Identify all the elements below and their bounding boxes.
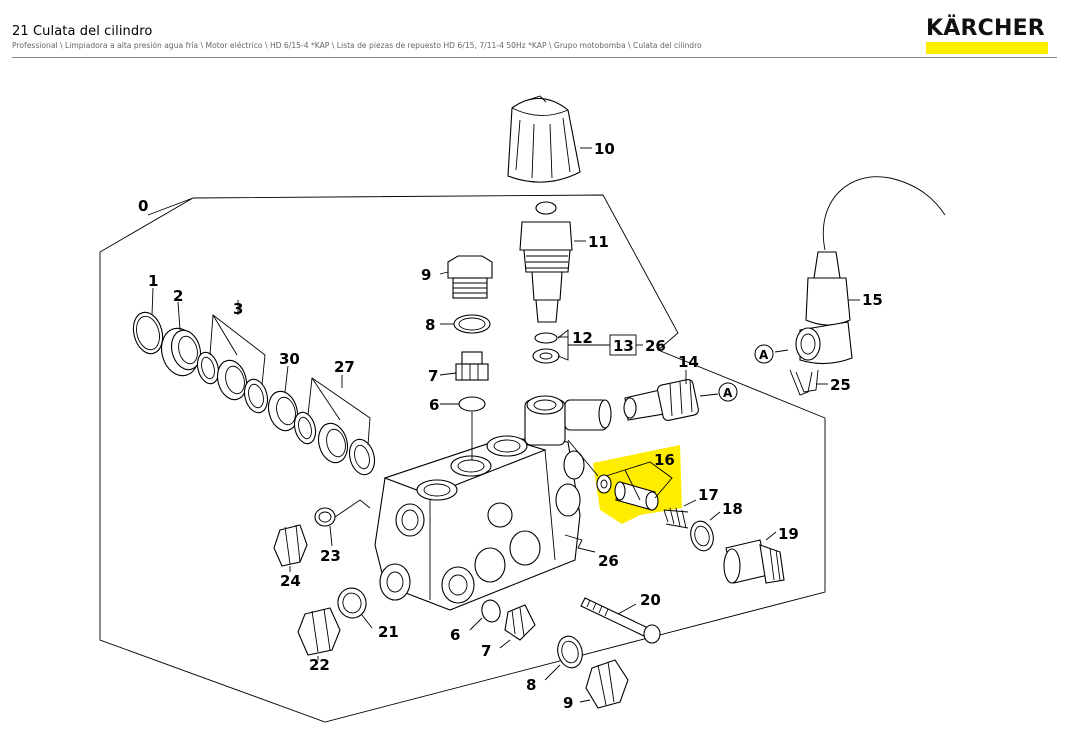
part-9-plug-top	[447, 255, 493, 299]
label-part-22: 22	[309, 656, 330, 674]
part-15-sensor	[774, 176, 946, 365]
label-part-18: 18	[722, 500, 743, 518]
label-part-13: 13	[613, 337, 634, 355]
highlight-part-16	[593, 445, 682, 524]
label-part-16: 16	[654, 451, 675, 469]
label-part-26-bottom: 26	[598, 552, 619, 570]
cylinder-head-body	[374, 395, 612, 611]
label-part-7-bottom: 7	[481, 642, 491, 660]
top-valve-column	[439, 255, 493, 460]
part-23-oring	[314, 507, 336, 527]
part-13-box	[609, 334, 637, 356]
label-part-19: 19	[778, 525, 799, 543]
part-14-connector	[623, 370, 719, 421]
label-part-3: 3	[233, 300, 243, 318]
part-17-spring	[663, 499, 697, 529]
label-part-24: 24	[280, 572, 301, 590]
part-6-oring-top	[458, 396, 486, 412]
part-21-oring	[337, 587, 367, 619]
part-8-oring-bottom	[557, 635, 583, 669]
label-part-26-top: 26	[645, 337, 666, 355]
label-part-9-top: 9	[421, 266, 431, 284]
part-10-knob	[507, 95, 581, 183]
label-part-20: 20	[640, 591, 661, 609]
part-20-bolt	[580, 597, 661, 644]
label-part-11: 11	[588, 233, 609, 251]
part-7-valve-bottom	[499, 604, 536, 649]
label-part-8-top: 8	[425, 316, 435, 334]
left-seal-stack	[132, 287, 376, 476]
breadcrumb: Professional \ Limpiadora a alta presión…	[12, 41, 702, 50]
label-part-21: 21	[378, 623, 399, 641]
part-25-clip	[789, 369, 828, 396]
label-part-2: 2	[173, 287, 183, 305]
part-24-plug	[273, 524, 308, 572]
header-divider	[12, 57, 1057, 58]
label-part-8-bottom: 8	[526, 676, 536, 694]
label-part-23: 23	[320, 547, 341, 565]
marker-a-label: A	[759, 348, 769, 362]
label-part-25: 25	[830, 376, 851, 394]
label-part-15: 15	[862, 291, 883, 309]
part-18-oring	[690, 520, 714, 552]
label-part-12: 12	[572, 329, 593, 347]
label-part-9-bottom: 9	[563, 694, 573, 712]
part-2-seal-housing	[160, 327, 202, 377]
part-6-oring-bottom	[481, 599, 501, 623]
page-title: 21 Culata del cilindro	[12, 24, 153, 39]
marker-a-label: A	[723, 386, 733, 400]
part-9-plug-bottom	[579, 659, 629, 709]
label-part-14: 14	[678, 353, 699, 371]
part-7-valve-top	[455, 351, 489, 381]
marker-a-right: A	[718, 382, 738, 402]
part-11-regulator	[519, 201, 573, 323]
label-part-27: 27	[334, 358, 355, 376]
brand-logo: KÄRCHER	[926, 16, 1045, 41]
label-part-0: 0	[138, 197, 148, 215]
part-19-fitting	[723, 531, 785, 584]
part-30-ring	[267, 390, 299, 432]
part-22-plug	[297, 607, 341, 660]
label-part-30: 30	[279, 350, 300, 368]
label-part-6-top: 6	[429, 396, 439, 414]
label-part-7-top: 7	[428, 367, 438, 385]
brand-logo-bar	[926, 42, 1048, 54]
part-12-oring	[534, 332, 558, 344]
assembly-frame	[99, 194, 826, 723]
label-part-17: 17	[698, 486, 719, 504]
label-part-6-bottom: 6	[450, 626, 460, 644]
marker-a-left: A	[754, 344, 774, 364]
label-part-10: 10	[594, 140, 615, 158]
part-16-valve	[567, 439, 673, 511]
label-part-1: 1	[148, 272, 158, 290]
